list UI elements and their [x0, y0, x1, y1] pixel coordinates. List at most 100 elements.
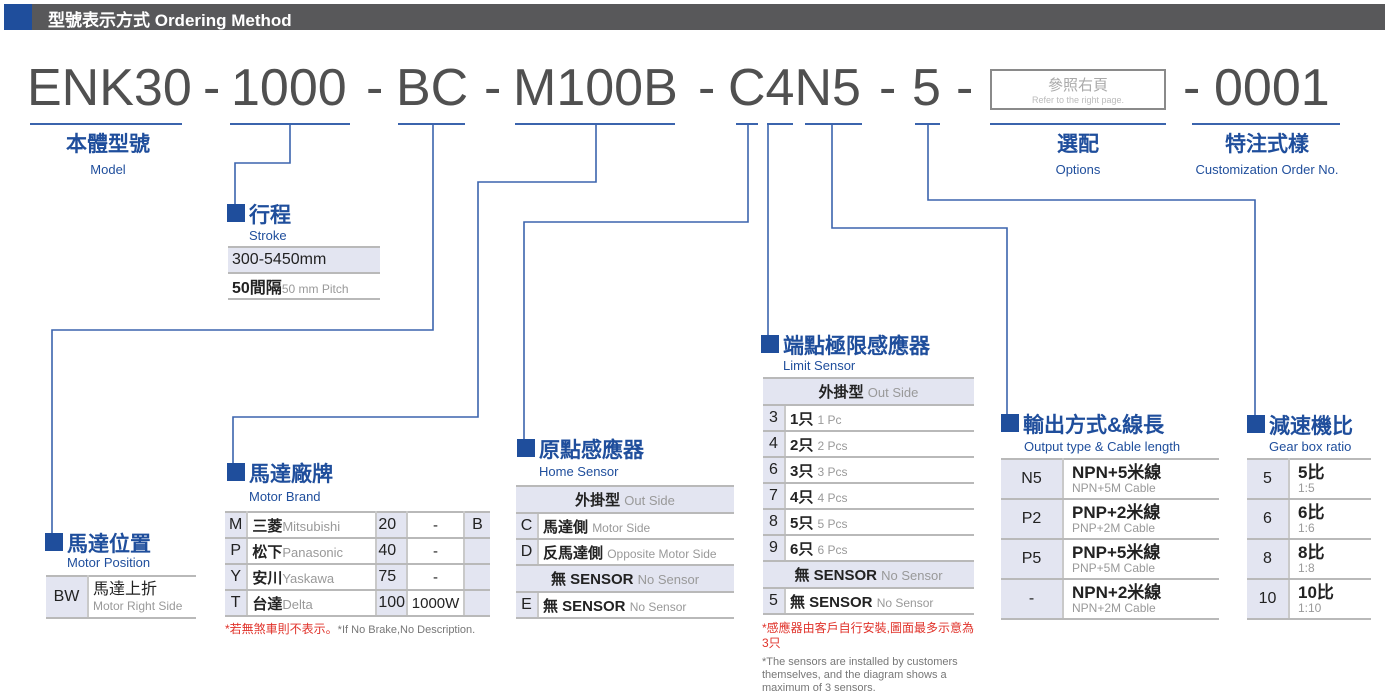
power-cell: 40 [376, 537, 409, 565]
label-options: 選配 Options [990, 128, 1166, 177]
desc-en: 1 Pc [817, 412, 842, 427]
code-model: ENK30 [27, 59, 192, 117]
gear-subtitle: Gear box ratio [1269, 439, 1352, 454]
desc-zh: 10比 [1298, 583, 1334, 602]
group-en: Out Side [624, 493, 675, 508]
connector-home [523, 124, 749, 440]
desc-en: 2 Pcs [817, 438, 848, 453]
group-zh: 無 SENSOR [794, 567, 877, 584]
desc-zh: 馬達側 [543, 518, 589, 536]
section-marker [1001, 414, 1019, 432]
underline-limit [767, 123, 793, 125]
options-box-zh: 參照右頁 [1047, 77, 1108, 94]
motor-brand-subtitle: Motor Brand [249, 489, 321, 504]
label-custom: 特注式樣 Customization Order No. [1182, 128, 1352, 177]
stroke-table: 300-5450mm 50間隔50 mm Pitch [228, 246, 380, 300]
desc-zh: 3只 [790, 462, 814, 480]
stroke-pitch: 50間隔50 mm Pitch [228, 272, 380, 300]
label-zh: 本體型號 [66, 133, 150, 156]
motor-position-subtitle: Motor Position [67, 555, 151, 570]
code-cell: P2 [1001, 498, 1064, 540]
output-title: 輸出方式&線長 [1023, 414, 1165, 437]
desc-en: 1:8 [1298, 561, 1315, 575]
brand-code: T [225, 589, 249, 617]
group-en: No Sensor [637, 572, 700, 587]
watt-cell: - [407, 511, 466, 539]
code-cell: 8 [763, 508, 786, 536]
group-zh: 無 SENSOR [550, 571, 634, 588]
label-en: Options [1055, 162, 1101, 177]
watt-cell: 1000W [407, 589, 466, 617]
desc-zh: 5比 [1298, 463, 1325, 482]
desc-zh: 1只 [790, 410, 814, 428]
header-accent [4, 4, 32, 30]
gear-title: 減速機比 [1269, 415, 1353, 438]
desc-cell: 無 SENSOR No Sensor [785, 587, 974, 615]
code-cell: N5 [1001, 458, 1064, 500]
group-cell: 無 SENSOR No Sensor [763, 560, 974, 589]
code-dash: - [1183, 59, 1201, 117]
header-bar [4, 4, 1385, 30]
desc-zh: 反馬達側 [543, 544, 604, 562]
code-dash: - [366, 59, 384, 117]
group-en: Out Side [867, 385, 919, 400]
desc-en: No Sensor [629, 599, 687, 614]
limit-note-en: *The sensors are installed by customers … [762, 656, 958, 694]
underline-model [30, 123, 182, 125]
home-sensor-title: 原點感應器 [539, 439, 644, 462]
section-marker [227, 463, 245, 481]
underline-motor [515, 123, 675, 125]
brand-zh: 松下 [252, 543, 283, 561]
code-cell: 4 [763, 430, 786, 458]
desc-en: NPN+2M Cable [1072, 601, 1156, 615]
brand-name: 三菱Mitsubishi [247, 511, 378, 539]
pitch-en: 50 mm Pitch [281, 282, 349, 296]
code-cell: 7 [763, 482, 786, 510]
brand-code: P [225, 537, 249, 565]
brand-zh: 三菱 [252, 517, 283, 535]
underline-custom [1192, 123, 1340, 125]
motor-brand-title: 馬達廠牌 [249, 463, 333, 486]
label-zh: 特注式樣 [1225, 133, 1309, 156]
note-en: *If No Brake,No Description. [337, 624, 476, 636]
desc-en: NPN+5M Cable [1072, 481, 1156, 495]
desc-en: 4 Pcs [817, 490, 848, 505]
desc-en: Opposite Motor Side [607, 546, 717, 561]
brake-cell: B [464, 511, 490, 539]
desc-zh: 8比 [1298, 543, 1325, 562]
desc-cell: 馬達側 Motor Side [538, 512, 734, 540]
code-dash: - [484, 59, 502, 117]
section-marker [227, 204, 245, 222]
code-dash: - [879, 59, 897, 117]
code-cell: 6 [1247, 498, 1290, 540]
desc-zh: PNP+5米線 [1072, 543, 1161, 562]
code-cell: 10 [1247, 578, 1290, 620]
power-cell: 75 [376, 563, 409, 591]
options-box: 參照右頁 Refer to the right page. [990, 69, 1166, 110]
code-cell: 3 [763, 404, 786, 432]
desc-cell: 6只 6 Pcs [785, 534, 974, 562]
stroke-title: 行程 [249, 204, 291, 227]
brake-cell [464, 537, 490, 565]
group-cell: 無 SENSOR No Sensor [516, 564, 734, 593]
group-cell: 外掛型 Out Side [763, 377, 974, 406]
group-row: 外掛型 Out Side [763, 377, 974, 406]
desc-en: Motor Side [592, 520, 651, 535]
brand-name: 松下Panasonic [247, 537, 378, 565]
desc-cell: 5只 5 Pcs [785, 508, 974, 536]
watt-cell: - [407, 537, 466, 565]
